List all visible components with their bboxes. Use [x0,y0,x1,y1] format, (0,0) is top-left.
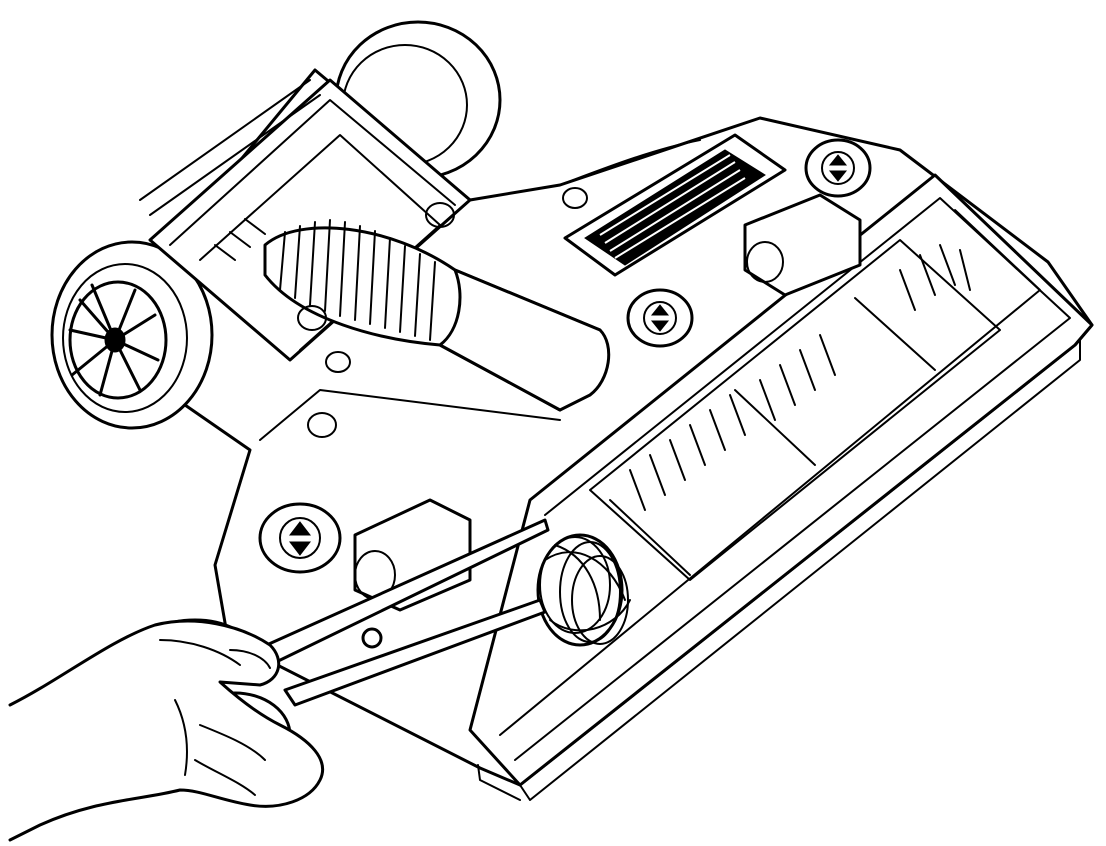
caster-wheel-middle [626,288,694,348]
rear-wheel-left [50,240,214,430]
caster-wheel-top [804,138,872,198]
rating-label [563,133,787,277]
front-cleaning-head [468,173,1094,801]
screw-holes [297,187,588,438]
caster-wheel-bottom [258,502,342,574]
side-rollers [353,193,862,612]
hand [8,619,325,842]
tangled-hair [536,533,631,647]
brushroll-bristles [629,244,971,511]
